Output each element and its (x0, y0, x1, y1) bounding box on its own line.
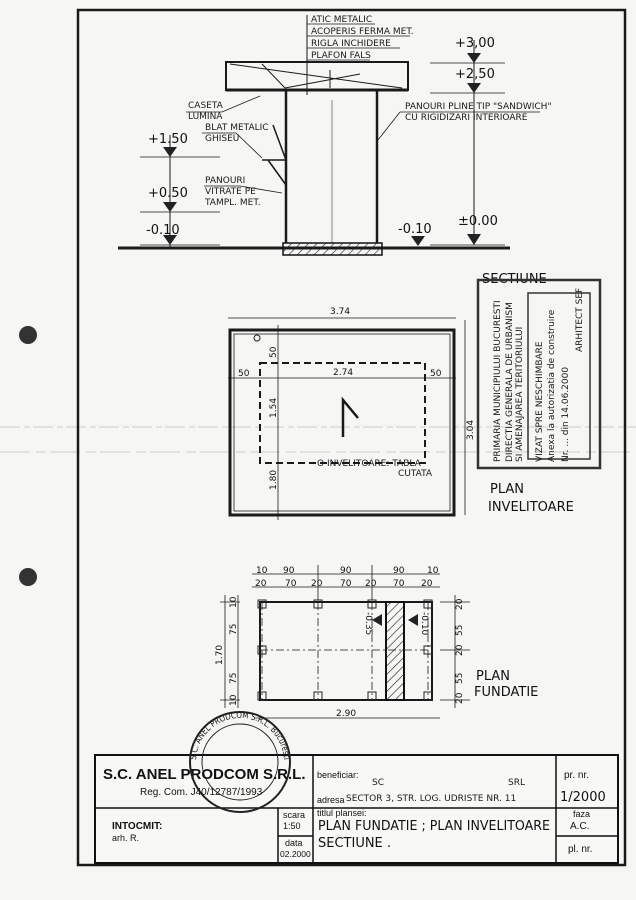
dim-height: 3.04 (466, 420, 476, 440)
roof-note: O INVELITOARE: TABLA (317, 459, 422, 469)
dim-top: 50 (269, 346, 279, 358)
roof-label: PLAFON FALS (311, 51, 371, 61)
roof-label: ACOPERIS FERMA MET. (311, 27, 414, 37)
dim-top: 20 (311, 579, 323, 589)
adresa-label: adresa (317, 795, 345, 805)
dim-inner-width: 2.74 (333, 368, 353, 378)
titlu-value: PLAN FUNDATIE ; PLAN INVELITOARE (318, 819, 550, 834)
plan-fundatie: 10 90 90 90 10 20 70 20 70 20 70 20 10 7… (215, 565, 538, 719)
titlu-label: titlul plansei: (317, 808, 367, 818)
label-blat: GHISEU (205, 134, 239, 144)
dim-right: 20 (455, 692, 465, 704)
dim-top: 10 (427, 566, 439, 576)
label-caseta: LUMINA (188, 112, 223, 122)
dim-top: 20 (365, 579, 377, 589)
dim-right: 20 (455, 644, 465, 656)
dim-top: 20 (421, 579, 433, 589)
level-label: -0.10 (398, 222, 432, 237)
roof-label: ATIC METALIC (311, 15, 372, 25)
data-value: 02.2000 (280, 849, 311, 859)
dim-left: 1.70 (215, 645, 225, 665)
label-panouri-vitrate: PANOURI (205, 176, 245, 186)
sheet-frame (76, 8, 627, 867)
dim-inner-height: 1.54 (269, 398, 279, 418)
label-panouri-pline: CU RIGIDIZARI INTERIOARE (405, 113, 528, 123)
dim-left: 50 (238, 369, 250, 379)
dim-bottom: 2.90 (336, 709, 356, 719)
level-label: +3,00 (455, 36, 495, 51)
beneficiar-value: SC (372, 778, 384, 788)
dim-left: 75 (229, 624, 239, 635)
plan-fundatie-title: PLAN (476, 669, 510, 684)
dim-width: 3.74 (330, 307, 350, 317)
level-label: -0.10 (419, 612, 429, 636)
dim-left: 10 (229, 694, 239, 706)
dim-right: 55 (455, 625, 465, 636)
section-drawing (118, 15, 540, 256)
dim-bottom: 1.80 (269, 470, 279, 490)
level-label: +2,50 (455, 67, 495, 82)
beneficiar-label: beneficiar: (317, 770, 359, 780)
scara-value: 1:50 (283, 821, 301, 831)
approval-stamp: PRIMARIA MUNICIPIULUI BUCURESTI DIRECTIA… (476, 278, 602, 470)
adresa-value: SECTOR 3, STR. LOG. UDRISTE NR. 11 (346, 794, 516, 804)
titlu-value: SECTIUNE . (318, 836, 391, 851)
intocmit-label: INTOCMIT: (112, 821, 162, 832)
intocmit-value: arh. R. (112, 833, 139, 843)
dim-top: 90 (393, 566, 405, 576)
dim-top: 20 (255, 579, 267, 589)
label-panouri-vitrate: VITRATE PE (205, 187, 256, 197)
plan-invelitoare-title: PLAN (490, 482, 524, 497)
level-label: ±0.00 (458, 214, 498, 229)
stamp-text: SI AMENAJAREA TERITORIULUI (515, 327, 525, 462)
pr-nr-value: 1/2000 (560, 790, 606, 805)
label-blat: BLAT METALIC (205, 123, 269, 133)
label-caseta: CASETA (188, 101, 224, 111)
pl-nr-label: pl. nr. (568, 844, 592, 855)
dim-right: 20 (455, 598, 465, 610)
scan-noise (0, 426, 636, 453)
pr-nr-label: pr. nr. (564, 770, 589, 781)
faza-value: A.C. (570, 821, 589, 832)
punch-hole (19, 326, 37, 344)
level-label: -0.10 (146, 223, 180, 238)
stamp-text: DIRECTIA GENERALA DE URBANISM (505, 302, 515, 462)
dim-top: 70 (285, 579, 297, 589)
title-block: S.C. ANEL PRODCOM S.R.L. Reg. Com. J40/1… (94, 754, 619, 864)
level-label: -0.35 (363, 612, 373, 635)
stamp-text: VIZAT SPRE NESCHIMBARE (535, 341, 545, 462)
punch-hole (19, 568, 37, 586)
roof-label: RIGLA INCHIDERE (311, 39, 391, 49)
data-label: data (285, 838, 303, 848)
dim-top: 70 (340, 579, 352, 589)
roof-note: CUTATA (398, 469, 433, 479)
beneficiar-value: SRL (508, 778, 525, 788)
scara-label: scara (283, 810, 305, 820)
stamp-text: Nr. ... din 14.06.2000 (561, 367, 571, 462)
plan-invelitoare: 3.74 2.74 50 50 50 1.54 1.80 3.04 O INVE… (228, 307, 574, 520)
section-labels: ATIC METALIC ACOPERIS FERMA MET. RIGLA I… (146, 15, 552, 287)
stamp-text: ARHITECT SEF (575, 288, 585, 352)
dim-left: 10 (229, 596, 239, 608)
dim-right: 55 (455, 673, 465, 684)
stamp-text: PRIMARIA MUNICIPIULUI BUCURESTI (493, 300, 503, 462)
dim-top: 90 (283, 566, 295, 576)
dim-right: 50 (430, 369, 442, 379)
plan-fundatie-title: FUNDATIE (474, 685, 538, 700)
level-label: +1.50 (148, 132, 188, 147)
plan-invelitoare-title: INVELITOARE (488, 500, 574, 515)
stamp-text: Anexa la autorizatia de construire (547, 309, 557, 462)
faza-label: faza (573, 809, 590, 819)
label-panouri-vitrate: TAMPL. MET. (204, 198, 261, 208)
dim-left: 75 (229, 673, 239, 684)
dim-top: 70 (393, 579, 405, 589)
dim-top: 10 (256, 566, 268, 576)
level-label: +0.50 (148, 186, 188, 201)
label-panouri-pline: PANOURI PLINE TIP "SANDWICH" (405, 102, 552, 112)
dim-top: 90 (340, 566, 352, 576)
